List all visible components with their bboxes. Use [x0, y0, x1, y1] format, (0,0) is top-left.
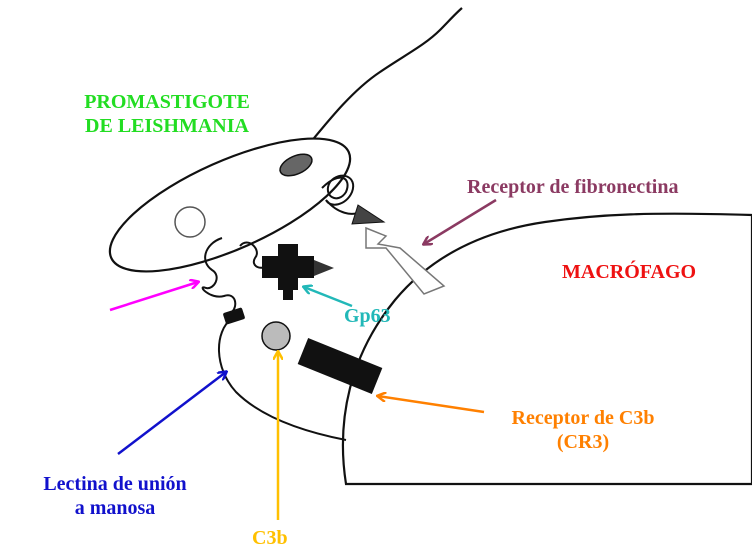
- flagellum: [296, 8, 462, 160]
- c3b-label: C3b: [252, 526, 288, 550]
- c3b-receptor-label: Receptor de C3b (CR3): [478, 406, 688, 454]
- gp63-stub: [283, 290, 293, 300]
- mannose-ligand: [223, 307, 246, 325]
- lectin-label: Lectina de unión a manosa: [10, 472, 220, 520]
- c3b-receptor-label-line2: (CR3): [557, 431, 609, 453]
- nucleus: [175, 207, 205, 237]
- c3b-receptor-label-line1: Receptor de C3b: [512, 407, 655, 429]
- gp63-label: Gp63: [344, 304, 391, 328]
- lectin-arrow: [118, 372, 226, 454]
- lipophosphoglycan-arrow: [110, 282, 198, 310]
- gp63-tip: [314, 260, 334, 276]
- promastigote-label-line2: DE LEISHMANIA: [85, 115, 249, 137]
- fibronectin-receptor-label: Receptor de fibronectina: [467, 175, 678, 199]
- fibronectin-ligand: [352, 205, 384, 224]
- promastigote-label: PROMASTIGOTE DE LEISHMANIA: [52, 90, 282, 138]
- promastigote-label-line1: PROMASTIGOTE: [84, 91, 250, 113]
- macrophage-label: MACRÓFAGO: [562, 260, 696, 284]
- lectin-label-line2: a manosa: [75, 497, 156, 519]
- lectin-label-line1: Lectina de unión: [43, 473, 186, 495]
- gp63-molecule: [262, 244, 314, 290]
- c3b-molecule: [262, 322, 290, 350]
